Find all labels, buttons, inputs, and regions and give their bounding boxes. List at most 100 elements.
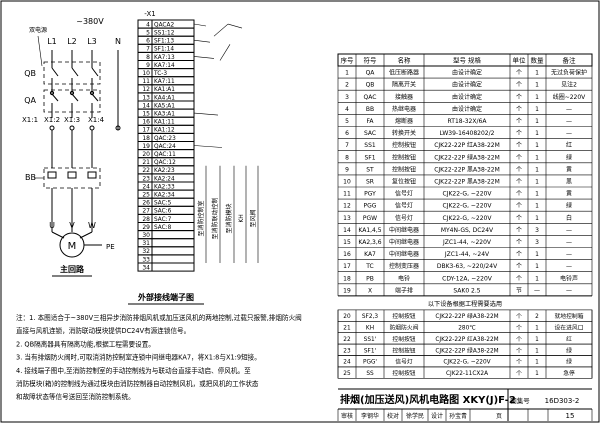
x1-term-2: [89, 125, 95, 131]
terminal-label: SF1:14: [154, 47, 174, 53]
table-cell: 1: [535, 179, 539, 186]
terminal-no: 6: [146, 38, 150, 45]
table-cell: —: [566, 263, 572, 270]
table-cell: 1: [535, 166, 539, 173]
terminal-label: SF1:13: [154, 39, 174, 45]
terminal-v: V: [69, 221, 75, 230]
x1-4-label: X1:4: [88, 116, 105, 124]
qa-contact-1: [69, 90, 75, 96]
terminal-no: 4: [146, 21, 150, 28]
terminal-label: TC-3: [153, 71, 167, 77]
table-header-3: 型号 规格: [453, 56, 482, 65]
table-cell: QA: [366, 70, 376, 77]
table-cell: 17: [343, 263, 351, 270]
table-header-5: 数量: [531, 56, 545, 65]
optional-cell: CJK22-G, ~220V: [443, 360, 490, 366]
note-line-1: 直接与风机连锁，消防联动模块提供DC24V有源连锁信号。: [16, 326, 190, 335]
table-cell: 熔断器: [395, 117, 413, 125]
table-cell: 7: [345, 142, 349, 149]
optional-cell: 1: [535, 326, 539, 332]
terminal-label: KA2:23: [154, 168, 175, 174]
table-cell: 由设计确定: [452, 105, 482, 113]
optional-cell: 就地控制箱: [555, 312, 584, 320]
terminal-no: 21: [142, 159, 150, 166]
x1-term-n: [115, 125, 121, 131]
optional-cell: 24: [343, 360, 351, 366]
table-cell: —: [566, 106, 572, 113]
table-cell: —: [566, 239, 572, 246]
terminal-no: 32: [142, 248, 150, 255]
table-cell: SF1: [364, 154, 375, 161]
table-cell: CJK22-22P 黑A38-22M: [434, 166, 500, 173]
table-cell: 6: [345, 130, 349, 137]
qa-blade-2: [91, 93, 99, 102]
table-cell: 1: [535, 94, 539, 101]
table-cell: 控制按钮: [392, 165, 416, 173]
table-cell: 控制按钮: [392, 153, 416, 161]
table-cell: 由设计确定: [452, 69, 482, 77]
table-cell: 3: [535, 227, 539, 234]
table-cell: 1: [535, 251, 539, 258]
table-cell: KA7: [364, 251, 376, 258]
table-cell: 转换开关: [392, 129, 416, 137]
optional-cell: 280℃: [458, 325, 476, 332]
phase-label-N: N: [115, 37, 121, 46]
optional-cell: SS: [366, 371, 374, 377]
table-cell: 8: [345, 154, 349, 161]
optional-cell: 个: [516, 370, 522, 377]
table-cell: 3: [345, 94, 349, 101]
terminal-label: KA4:A1: [154, 95, 175, 101]
table-cell: —: [566, 118, 572, 125]
table-cell: QB: [366, 82, 375, 89]
table-cell: 个: [516, 70, 522, 77]
optional-cell: 23: [343, 348, 351, 354]
table-cell: 1: [345, 70, 349, 77]
table-cell: 接触器: [395, 93, 413, 101]
terminal-no: 5: [146, 30, 150, 37]
table-cell: PGY: [364, 191, 376, 198]
table-cell: 个: [516, 203, 522, 210]
table-cell: 中间继电器: [389, 226, 419, 234]
terminal-label: QAC:24: [154, 144, 176, 150]
terminal-no: 10: [142, 70, 150, 77]
terminal-no: 25: [142, 192, 150, 199]
table-cell: 个: [516, 239, 522, 246]
table-cell: 热继电器: [392, 105, 416, 113]
table-cell: X: [368, 287, 372, 294]
table-cell: 黑: [566, 179, 572, 186]
table-cell: 9: [345, 166, 349, 173]
table-cell: DBK3-63, ~220/24V: [437, 263, 498, 270]
optional-cell: 设在进风口: [555, 324, 584, 332]
table-header-0: 序号: [341, 56, 355, 65]
table-cell: 白: [566, 214, 572, 222]
table-cell: SR: [366, 179, 374, 186]
table-cell: 15: [343, 239, 351, 246]
qb-blade-2: [91, 67, 99, 77]
x1-3-label: X1:3: [64, 116, 80, 124]
note-line-4: 4. 接线端子图中,至消防控制室的手动控制线为与联动台直接手动启、停风机。至: [16, 366, 251, 375]
table-cell: MY4N-GS, DC24V: [441, 227, 494, 234]
terminal-label: SAC:6: [154, 209, 172, 215]
phase-label-L2: L2: [67, 37, 77, 46]
table-cell: 中间继电器: [389, 238, 419, 246]
terminal-no: 12: [142, 86, 150, 93]
terminal-label: KA2:34: [154, 193, 175, 199]
optional-cell: 绿: [566, 346, 572, 354]
atlas-number: 16D303-2: [545, 397, 580, 405]
optional-cell: 1: [535, 348, 539, 354]
qb-blade-0: [51, 67, 59, 77]
optional-cell: CJK22-22P 绿A38-22M: [435, 346, 498, 354]
terminal-no: 29: [142, 224, 150, 231]
optional-cell: PGG': [363, 360, 377, 366]
table-cell: 见注2: [561, 81, 577, 89]
optional-cell: CJK22-22P 红A38-22M: [435, 335, 498, 343]
terminal-label: KA3:A1: [154, 112, 175, 118]
table-cell: QAC: [364, 94, 377, 101]
table-cell: 2: [345, 82, 349, 89]
table-cell: CJK22-G, ~220V: [443, 191, 493, 198]
terminal-label: KA2:24: [154, 176, 175, 182]
table-cell: 信号灯: [395, 214, 413, 222]
table-cell: CJK22-22P 红A38-22M: [434, 141, 500, 149]
terminal-label: KA2:33: [154, 184, 175, 190]
